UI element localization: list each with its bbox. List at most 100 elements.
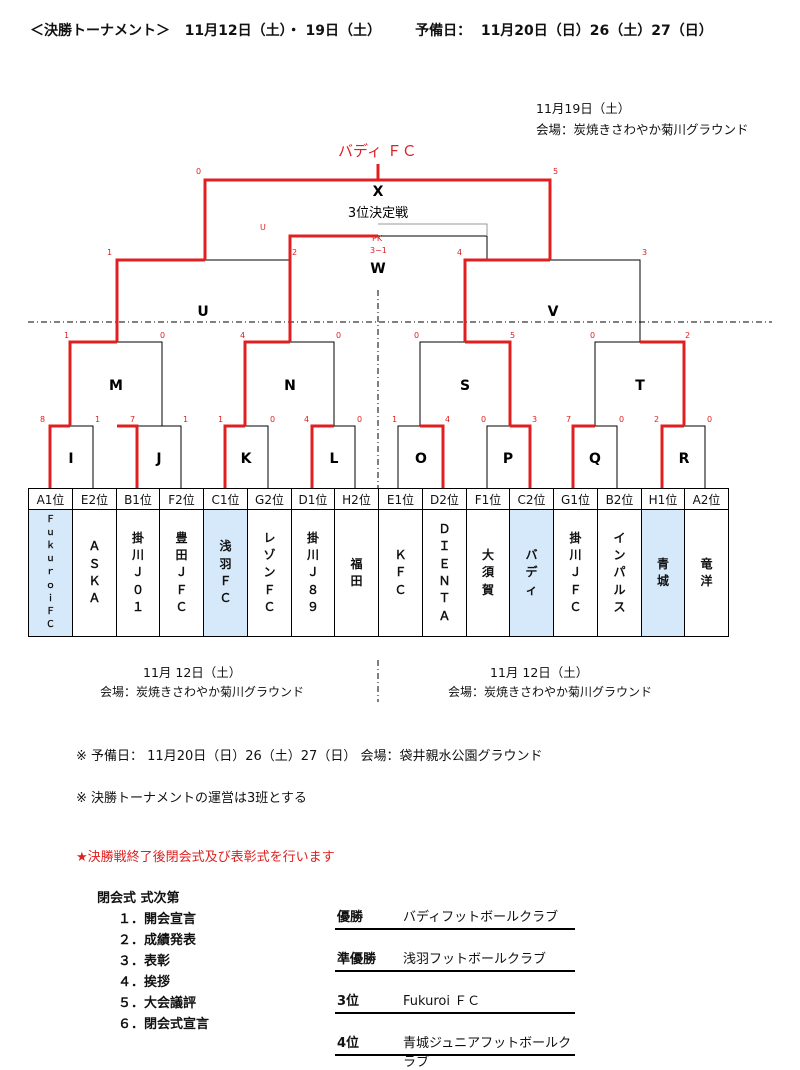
- team-seed: E1位: [378, 488, 423, 510]
- score-m-right: 0: [160, 331, 165, 340]
- score-u-small: U: [260, 223, 266, 232]
- champion-name: バディ ＦＣ: [338, 142, 417, 160]
- ceremony-item: ２．成績発表: [118, 933, 197, 948]
- final-pk: PK: [372, 234, 383, 243]
- team-name: 福田: [334, 509, 379, 637]
- result-team: バディフットボールクラブ: [403, 910, 559, 925]
- score-s-right: 5: [510, 331, 515, 340]
- label-o: O: [415, 451, 427, 467]
- score-o-r: 4: [445, 415, 450, 424]
- note-reserve: ※ 予備日： 11月20日（日）26（土）27（日） 会場：袋井親水公園グラウン…: [76, 749, 543, 764]
- score-q-r: 0: [619, 415, 624, 424]
- win-champion: [376, 164, 552, 260]
- win-n: [243, 340, 290, 426]
- ceremony-notice: ★決勝戦終了後閉会式及び表彰式を行います: [76, 850, 335, 865]
- final-pk-score: 3−1: [370, 246, 387, 255]
- team-seed: B1位: [116, 488, 160, 510]
- result-rank: 4位: [337, 1036, 360, 1051]
- ceremony-item: ６．閉会式宣言: [118, 1017, 210, 1032]
- label-k: K: [241, 451, 253, 467]
- info-divider: [377, 660, 379, 702]
- win-d1: [310, 424, 334, 488]
- win-c2: [510, 424, 532, 488]
- final-date: 11月19日（土）: [536, 101, 631, 116]
- team-seed: H1位: [641, 488, 685, 510]
- win-t: [640, 340, 686, 426]
- score-k-r: 0: [270, 415, 275, 424]
- team-seed: F2位: [159, 488, 204, 510]
- win-c1: [223, 424, 245, 488]
- label-u: U: [197, 304, 208, 320]
- right-venue: 会場：炭焼きさわやか菊川グラウンド: [448, 685, 653, 699]
- note-operation: ※ 決勝トーナメントの運営は3班とする: [76, 791, 307, 806]
- score-j-l: 7: [130, 415, 135, 424]
- win-h1: [660, 424, 684, 488]
- tournament-dates: 11月12日（土）・ 19日（土）: [184, 23, 381, 39]
- score-r-r: 0: [707, 415, 712, 424]
- win-x-left: [203, 178, 378, 260]
- label-v: V: [548, 304, 559, 320]
- result-team: 浅羽フットボールクラブ: [403, 952, 547, 967]
- team-seed: A2位: [684, 488, 729, 510]
- label-w: W: [370, 261, 385, 277]
- reserve-label: 予備日：: [415, 23, 472, 39]
- score-l-r: 0: [357, 415, 362, 424]
- team-seed: F1位: [466, 488, 510, 510]
- win-b1: [117, 424, 139, 488]
- team-seed: B2位: [597, 488, 642, 510]
- score-p-l: 0: [481, 415, 486, 424]
- score-k-l: 1: [218, 415, 223, 424]
- team-seed: E2位: [72, 488, 117, 510]
- win-m: [68, 340, 117, 426]
- ceremony-title: 閉会式 式次第: [97, 891, 180, 906]
- score-s-left: 0: [414, 331, 419, 340]
- reserve-dates: 11月20日（日）26（土）27（日）: [480, 23, 713, 39]
- win-v: [463, 258, 550, 342]
- score-w-left: 2: [292, 248, 297, 257]
- left-venue: 会場：炭焼きさわやか菊川グラウンド: [100, 685, 305, 699]
- right-date: 11月 12日（土）: [490, 665, 589, 680]
- team-name: 青城: [641, 509, 685, 637]
- tournament-title: ＜決勝トーナメント＞: [30, 23, 170, 39]
- label-x: X: [373, 184, 384, 200]
- team-seed: A1位: [28, 488, 73, 510]
- team-seed: G1位: [553, 488, 598, 510]
- result-rank: 準優勝: [337, 952, 377, 967]
- ceremony-item: ３．表彰: [118, 954, 171, 969]
- label-i: I: [68, 451, 73, 467]
- score-i-r: 1: [95, 415, 100, 424]
- team-name: 大須賀: [466, 509, 510, 637]
- score-u-left: 1: [107, 248, 112, 257]
- score-n-right: 0: [336, 331, 341, 340]
- label-m: M: [109, 378, 123, 394]
- team-name: バディ: [509, 509, 554, 637]
- ceremony-item: ４．挨拶: [118, 975, 171, 990]
- score-m-left: 1: [64, 331, 69, 340]
- score-q-l: 7: [566, 415, 571, 424]
- team-name: 竜洋: [684, 509, 729, 637]
- tournament-bracket: 0 5 U PK 3−1 2 4 1 3 1 0 4 0 0 5 0 2 8 1…: [28, 164, 772, 488]
- page-header: ＜決勝トーナメント＞ 11月12日（土）・ 19日（土） 予備日： 11月20日…: [30, 20, 713, 40]
- left-date: 11月 12日（土）: [143, 665, 242, 680]
- team-seed: C2位: [509, 488, 554, 510]
- team-seed: D1位: [291, 488, 335, 510]
- result-row: 4位 青城ジュニアフットボールクラブ: [335, 1032, 575, 1070]
- score-n-left: 4: [240, 331, 245, 340]
- label-j: J: [155, 451, 161, 467]
- win-u-final: [288, 234, 378, 342]
- team-seed: C1位: [203, 488, 248, 510]
- result-team: 青城ジュニアフットボールクラブ: [403, 1036, 572, 1070]
- win-s: [465, 340, 512, 426]
- u-bracket: [116, 259, 291, 342]
- label-q: Q: [589, 451, 601, 467]
- score-x-right: 5: [553, 167, 558, 176]
- score-o-l: 1: [392, 415, 397, 424]
- team-name: インパルス: [597, 509, 642, 637]
- score-l-l: 4: [304, 415, 309, 424]
